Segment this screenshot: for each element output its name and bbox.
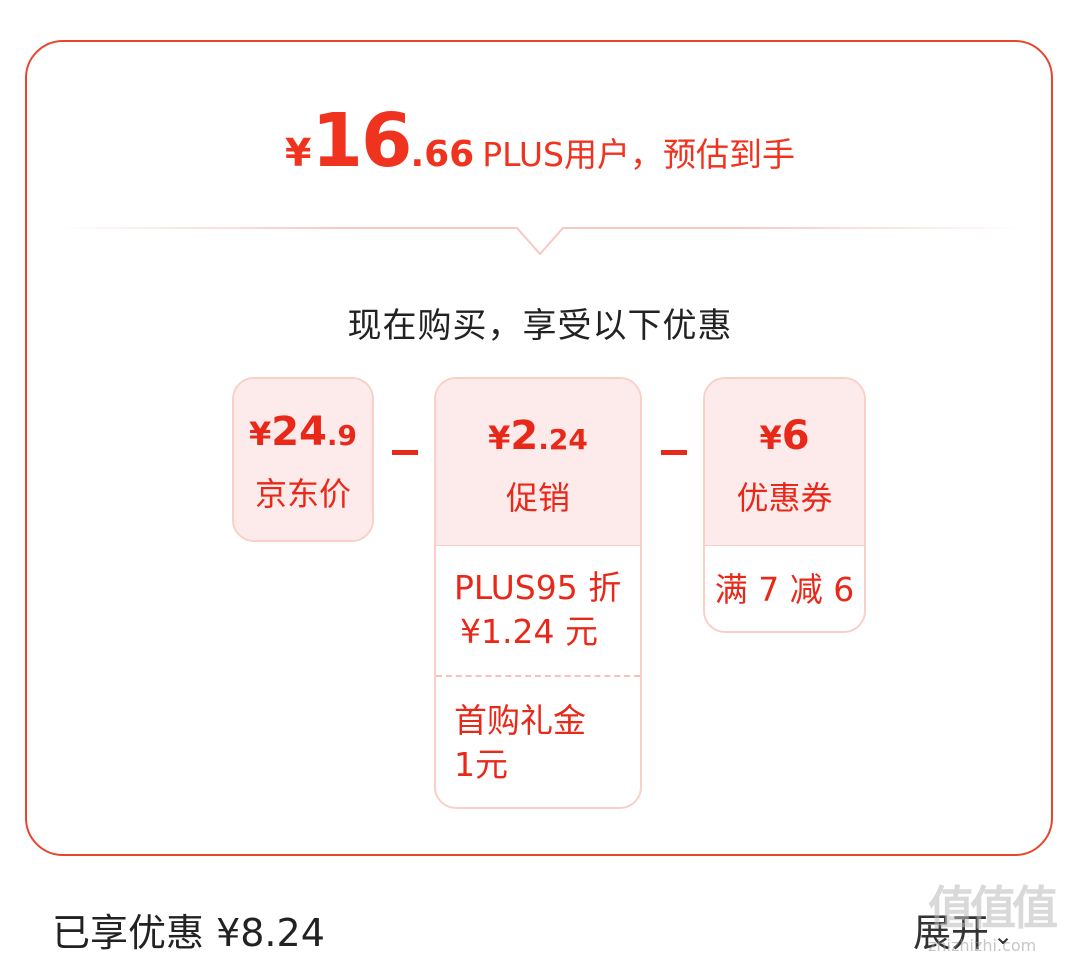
currency-symbol: ¥ (488, 419, 511, 457)
watermark-glyphs: 值值值 (928, 881, 1058, 935)
price-integer: 16 (311, 98, 412, 184)
price-label: PLUS用户，预估到手 (482, 135, 795, 174)
detail-line: 1元 (454, 745, 508, 784)
expand-label: 展开 (913, 911, 990, 955)
promo-label: 促销 (505, 479, 570, 517)
divider-with-pointer (55, 227, 1025, 256)
watermark: 值值值 zhizhizhi.com (928, 872, 1078, 955)
detail-line: PLUS95 折 (454, 568, 622, 607)
amount-integer: 24 (271, 409, 327, 455)
promo-detail-plus: PLUS95 折 ¥1.24 元 (436, 545, 640, 677)
currency-symbol: ¥ (248, 415, 272, 453)
coupon-box: ¥6 优惠券 满 7 减 6 (703, 377, 866, 633)
coupon-amount: ¥6 (705, 413, 864, 459)
watermark-url: zhizhizhi.com (928, 936, 1037, 955)
benefits-subtitle: 现在购买，享受以下优惠 (347, 306, 733, 346)
coupon-head: ¥6 优惠券 (705, 379, 864, 545)
jd-price-amount: ¥24.9 (234, 409, 372, 455)
amount-decimal: .9 (326, 419, 358, 452)
jd-price-label: 京东价 (254, 475, 351, 513)
currency-symbol: ¥ (759, 419, 782, 457)
currency-symbol: ¥ (285, 131, 312, 175)
minus-sign (661, 450, 687, 455)
minus-sign (392, 450, 418, 455)
expand-button[interactable]: 展开⌄ (913, 902, 1013, 957)
chevron-down-icon: ⌄ (993, 921, 1014, 950)
price-decimal: .66 (410, 134, 475, 175)
coupon-detail: 满 7 减 6 (705, 545, 864, 612)
promo-amount: ¥2.24 (436, 413, 640, 459)
promo-box: ¥2.24 促销 PLUS95 折 ¥1.24 元 首购礼金 1元 (434, 377, 642, 809)
amount-integer: 2 (510, 413, 539, 459)
promo-detail-gift: 首购礼金 1元 (436, 677, 640, 787)
amount-decimal: .24 (538, 423, 588, 456)
detail-line: 首购礼金 (454, 701, 586, 740)
promo-head: ¥2.24 促销 (436, 379, 640, 545)
saved-amount-text: 已享优惠 ¥8.24 (52, 911, 325, 955)
jd-price-head: ¥24.9 京东价 (234, 379, 372, 540)
jd-price-box: ¥24.9 京东价 (232, 377, 374, 542)
amount-integer: 6 (781, 413, 810, 459)
detail-line: ¥1.24 元 (460, 612, 598, 651)
coupon-label: 优惠券 (736, 479, 833, 517)
